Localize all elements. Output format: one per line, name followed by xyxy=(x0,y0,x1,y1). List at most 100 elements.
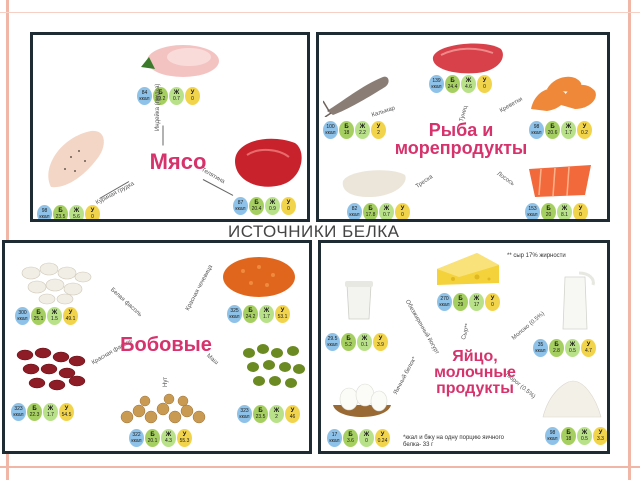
milk-image xyxy=(562,271,595,330)
milk-label: Молоко (0.5%) xyxy=(511,310,546,342)
meat-title: Мясо xyxy=(149,149,207,174)
red-lentils-label: Красная чечевица xyxy=(185,264,215,312)
shrimp-label: Креветки xyxy=(499,96,524,115)
chickpeas-label: Нут xyxy=(163,376,169,387)
veal-image xyxy=(235,138,302,187)
squid-image xyxy=(323,76,389,117)
cod-label: Треска xyxy=(415,174,435,190)
mung-beans-image xyxy=(243,344,305,388)
white-beans-image xyxy=(21,262,92,305)
salmon-image xyxy=(529,165,591,197)
red-beans-image xyxy=(16,347,86,391)
tuna-image xyxy=(432,43,503,74)
cheese-note: ** сыр 17% жирности xyxy=(507,253,566,259)
turkey-breast-image xyxy=(141,45,219,77)
kcal-note: *ккал и бжу на одну порцию яичного белка… xyxy=(403,435,505,448)
yogurt-label: Обезжиренный йогурт xyxy=(403,299,440,356)
slide-bottom-line xyxy=(0,466,640,468)
cheese-image xyxy=(437,253,499,285)
shrimp-image xyxy=(531,76,596,111)
cheese-label: Сыр** xyxy=(461,322,472,341)
arrow xyxy=(162,125,164,146)
page-title: ИСТОЧНИКИ БЕЛКА xyxy=(228,222,400,241)
fish-title: Рыба и морепродукты xyxy=(394,120,528,158)
salmon-label: Лосось xyxy=(495,171,516,188)
eggs-image xyxy=(333,383,391,417)
turkey-label: Индейка (грудка) xyxy=(155,83,161,131)
red-lentils-image xyxy=(223,257,295,297)
dairy-title: Яйцо, молочные продукты xyxy=(434,348,516,397)
